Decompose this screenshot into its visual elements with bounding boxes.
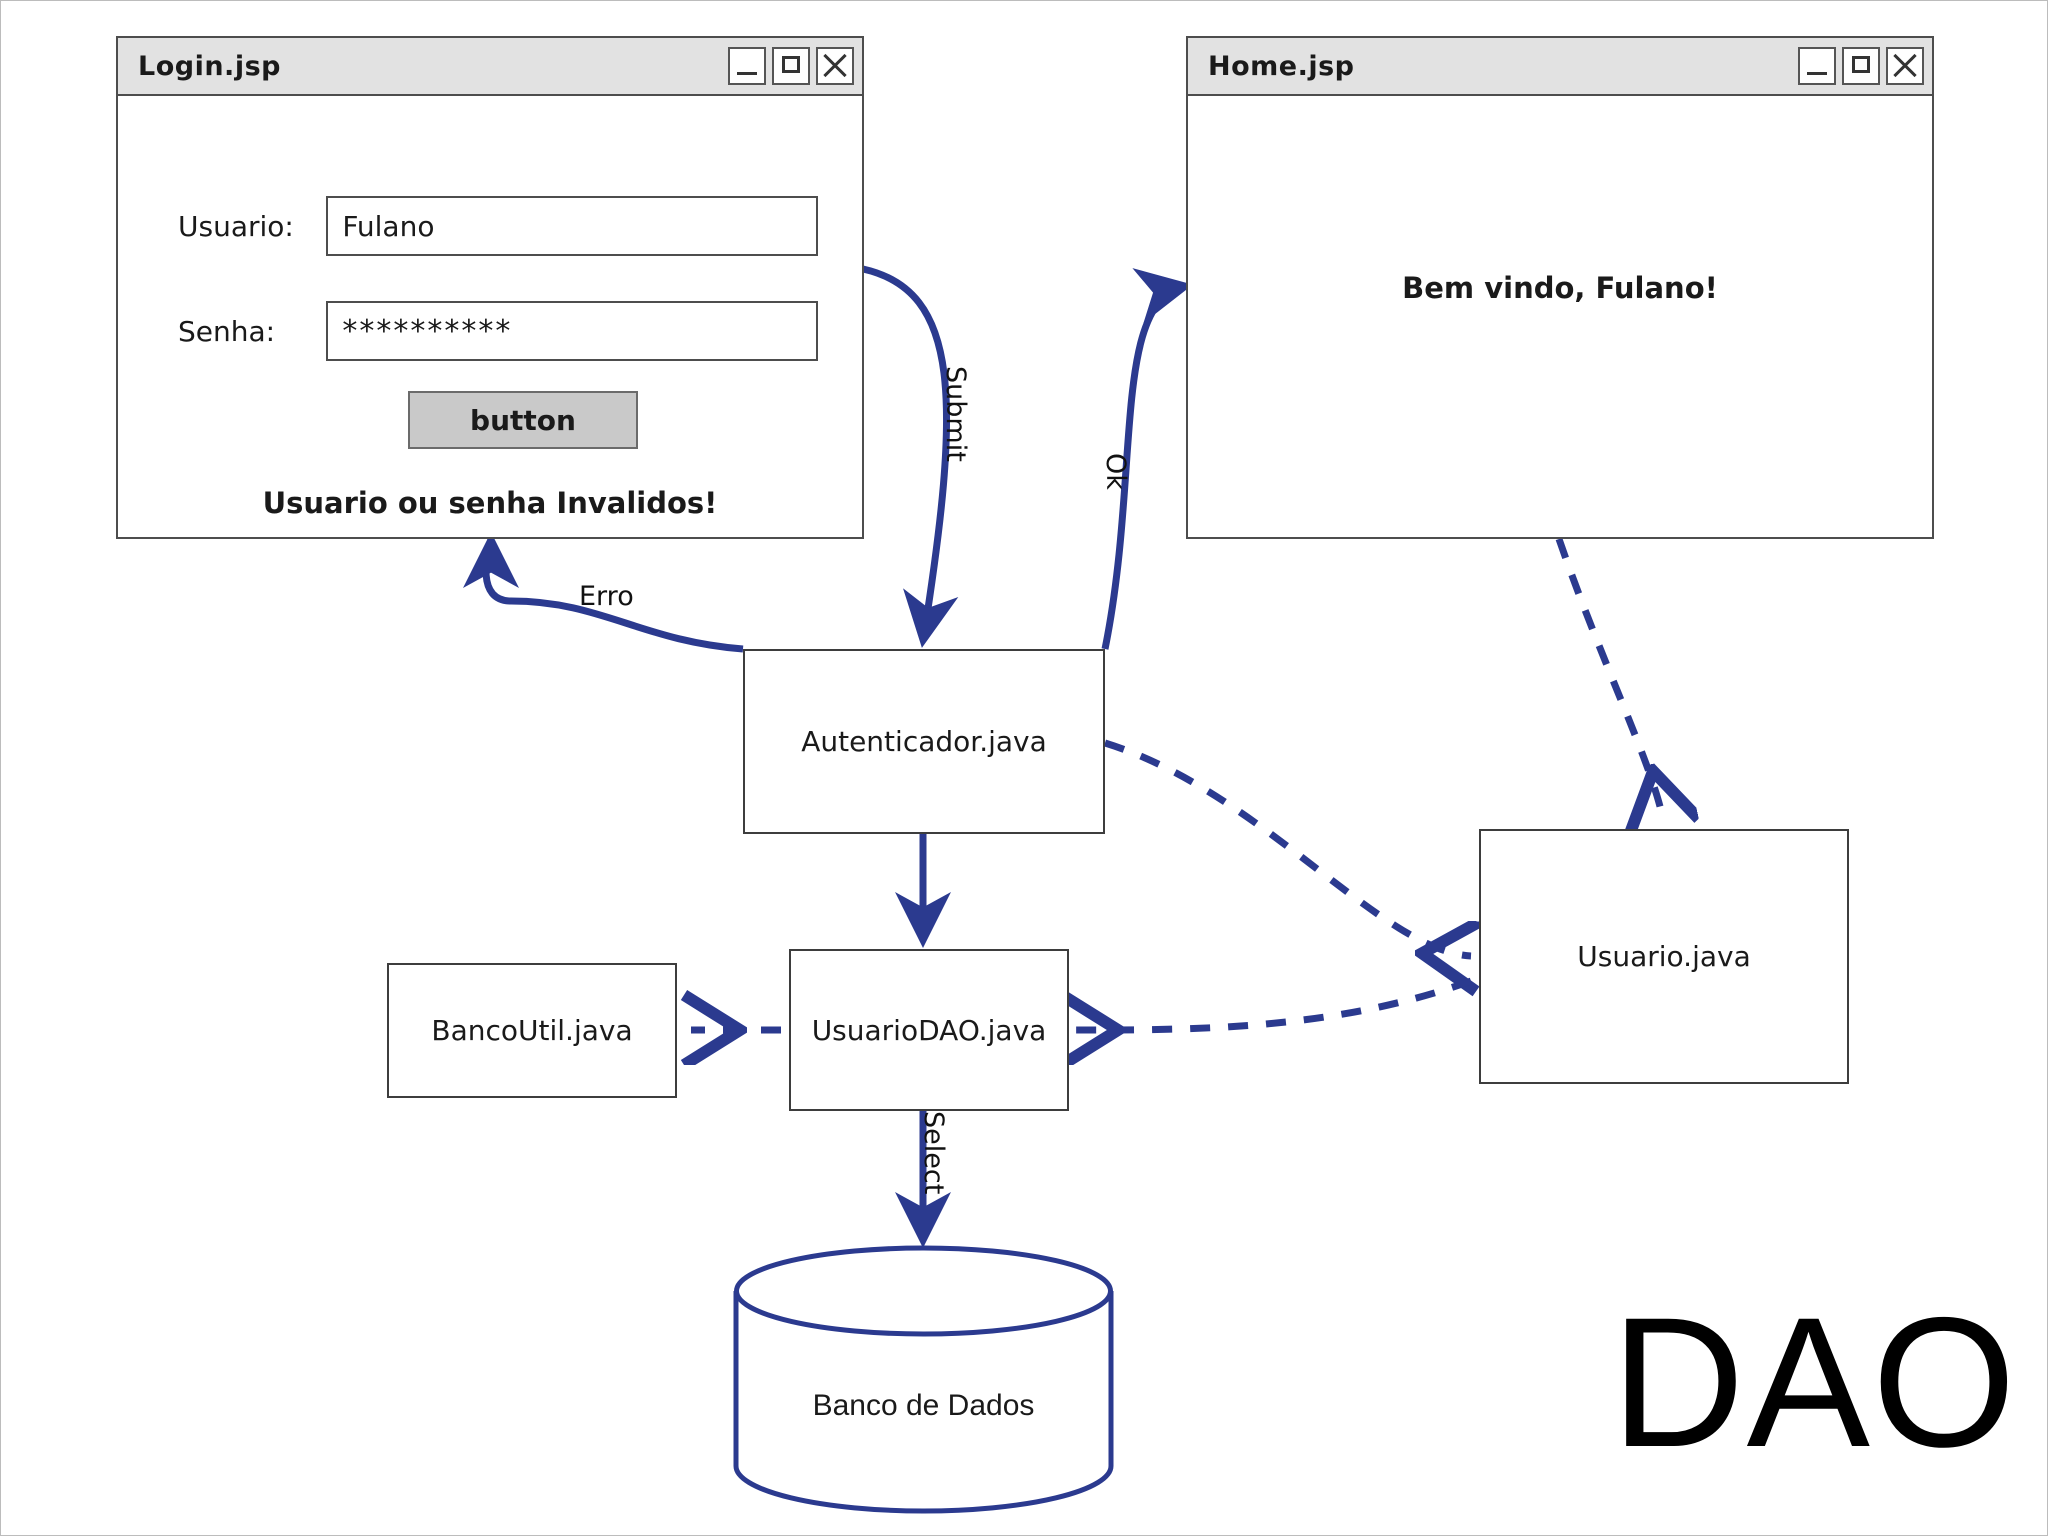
senha-input[interactable]: ********** xyxy=(326,301,818,361)
usuario-label: Usuario: xyxy=(178,209,294,243)
senha-row: Senha: ********** xyxy=(178,301,818,361)
maximize-icon[interactable] xyxy=(1842,47,1880,85)
database-cylinder xyxy=(733,1245,1114,1514)
edge-submit xyxy=(862,265,959,648)
home-window-controls xyxy=(1798,47,1924,85)
edge-aut-usuario xyxy=(1103,739,1471,956)
close-icon[interactable] xyxy=(1886,47,1924,85)
minimize-icon[interactable] xyxy=(728,47,766,85)
usuario-row: Usuario: Fulano xyxy=(178,196,818,256)
login-window[interactable]: Login.jsp Usuario: Fulano Senha: *******… xyxy=(116,36,864,539)
edge-label-erro: Erro xyxy=(579,581,634,612)
node-usuariodao[interactable]: UsuarioDAO.java xyxy=(789,949,1069,1111)
edge-home-usuario xyxy=(1555,537,1663,819)
node-bancoutil[interactable]: BancoUtil.java xyxy=(387,963,677,1098)
edge-label-submit: Submit xyxy=(940,366,971,462)
edge-label-ok: Ok xyxy=(1100,453,1131,490)
home-content: Bem vindo, Fulano! xyxy=(1188,96,1932,539)
edge-usuario-dao xyxy=(1069,977,1473,1030)
senha-label: Senha: xyxy=(178,314,276,348)
login-window-title: Login.jsp xyxy=(138,50,281,82)
login-form: Usuario: Fulano Senha: ********** button… xyxy=(118,96,862,539)
home-window[interactable]: Home.jsp Bem vindo, Fulano! xyxy=(1186,36,1934,539)
node-usuario[interactable]: Usuario.java xyxy=(1479,829,1849,1084)
node-banco-de-dados: Banco de Dados xyxy=(812,1389,1035,1422)
login-error-message: Usuario ou senha Invalidos! xyxy=(262,486,718,520)
maximize-icon[interactable] xyxy=(772,47,810,85)
close-icon[interactable] xyxy=(816,47,854,85)
minimize-icon[interactable] xyxy=(1798,47,1836,85)
login-titlebar: Login.jsp xyxy=(118,38,862,96)
node-autenticador[interactable]: Autenticador.java xyxy=(743,649,1105,834)
login-window-controls xyxy=(728,47,854,85)
welcome-message: Bem vindo, Fulano! xyxy=(1402,271,1718,305)
dao-watermark: DAO xyxy=(1611,1280,2018,1486)
submit-button[interactable]: button xyxy=(408,391,638,449)
edge-label-select: Select xyxy=(918,1111,949,1195)
home-window-title: Home.jsp xyxy=(1208,50,1355,82)
home-titlebar: Home.jsp xyxy=(1188,38,1932,96)
usuario-input[interactable]: Fulano xyxy=(326,196,818,256)
